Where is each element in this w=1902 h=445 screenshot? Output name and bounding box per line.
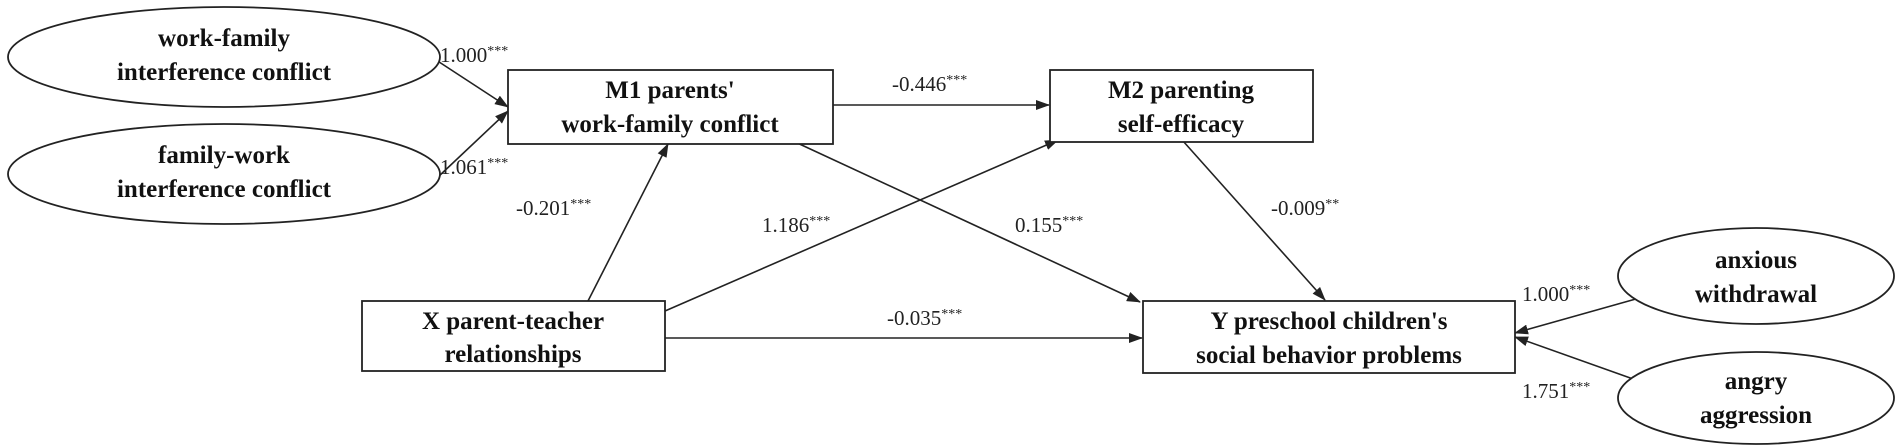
arrow-x-to-m1: [587, 143, 669, 302]
node-label-line2: work-family conflict: [561, 111, 779, 138]
arrow-fwic-to-m1: [437, 110, 509, 178]
node-family-work-interference-conflict: family-work interference conflict: [7, 123, 441, 225]
arrow-m2-to-y: [1182, 140, 1326, 301]
coef-x-m2: 1.186***: [762, 213, 830, 237]
node-label-line1: work-family: [158, 25, 290, 52]
node-m1-parents-work-family-conflict: M1 parents' work-family conflict: [507, 69, 834, 145]
node-label-line2: social behavior problems: [1196, 342, 1462, 369]
node-label-line1: angry: [1725, 368, 1788, 395]
node-anxious-withdrawal: anxious withdrawal: [1617, 227, 1895, 325]
coef-m1-y: 0.155***: [1015, 213, 1083, 237]
node-work-family-interference-conflict: work-family interference conflict: [7, 6, 441, 108]
node-label-line1: M1 parents': [605, 77, 734, 104]
arrow-wfic-to-m1: [432, 57, 509, 108]
coef-wfic-m1: 1.000***: [440, 43, 508, 67]
node-label-line1: Y preschool children's: [1210, 308, 1447, 335]
coef-m2-y: -0.009**: [1271, 196, 1339, 220]
coef-x-y: -0.035***: [887, 306, 962, 330]
node-m2-parenting-self-efficacy: M2 parenting self-efficacy: [1049, 69, 1314, 143]
coef-fwic-m1: 1.061***: [440, 155, 508, 179]
arrow-m1-to-y: [792, 140, 1141, 303]
node-label-line2: withdrawal: [1695, 281, 1817, 308]
node-label-line2: self-efficacy: [1118, 111, 1245, 138]
node-label-line2: relationships: [444, 341, 581, 368]
arrow-aa-to-y: [1514, 336, 1651, 386]
node-angry-aggression: angry aggression: [1617, 351, 1895, 445]
node-label-line2: interference conflict: [117, 176, 332, 203]
node-label-line1: X parent-teacher: [422, 308, 604, 335]
coef-aa-y: 1.751***: [1522, 379, 1590, 403]
coef-m1-m2: -0.446***: [892, 72, 967, 96]
node-x-parent-teacher-relationships: X parent-teacher relationships: [361, 300, 666, 372]
node-label-line2: aggression: [1700, 402, 1812, 429]
arrow-x-to-m2: [664, 139, 1059, 312]
coef-x-m1: -0.201***: [516, 196, 591, 220]
node-label-line1: family-work: [158, 142, 290, 169]
node-label-line1: M2 parenting: [1108, 77, 1255, 104]
coef-aw-y: 1.000***: [1522, 282, 1590, 306]
node-label-line2: interference conflict: [117, 59, 332, 86]
arrow-aw-to-y: [1514, 294, 1651, 335]
node-y-preschool-childrens-social-behavior-problems: Y preschool children's social behavior p…: [1142, 300, 1516, 374]
node-label-line1: anxious: [1715, 247, 1797, 274]
